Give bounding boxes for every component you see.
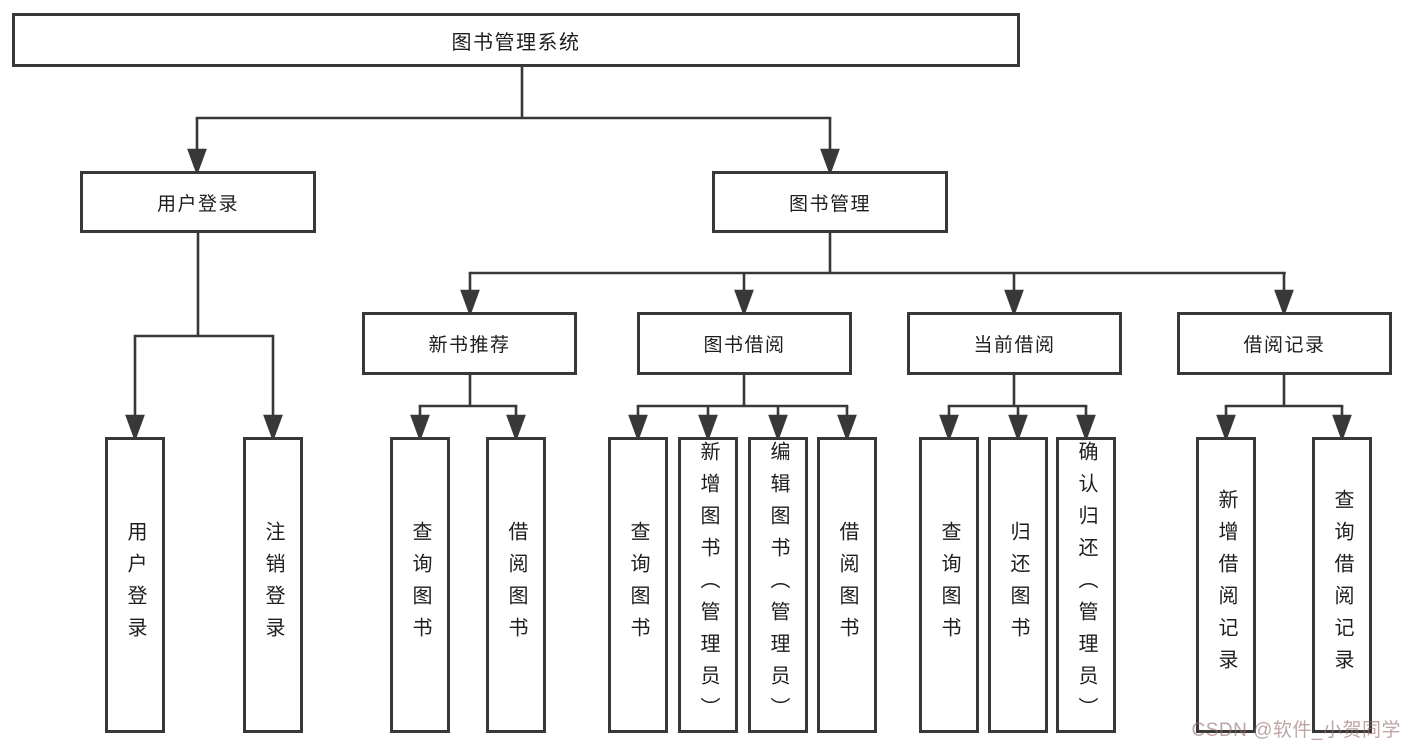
node-library-system: 图书管理系统 — [12, 13, 1020, 67]
node-confirm-return-admin: 确认归还（管理员） — [1056, 437, 1116, 733]
node-query-book-under-current: 查询图书 — [919, 437, 979, 733]
node-current-borrowing: 当前借阅 — [907, 312, 1122, 375]
node-add-borrow-record: 新增借阅记录 — [1196, 437, 1256, 733]
node-query-book-under-recommend: 查询图书 — [390, 437, 450, 733]
node-borrow-records: 借阅记录 — [1177, 312, 1392, 375]
node-book-borrowing: 图书借阅 — [637, 312, 852, 375]
node-query-borrow-record: 查询借阅记录 — [1312, 437, 1372, 733]
node-add-book-admin: 新增图书（管理员） — [678, 437, 738, 733]
node-leaf-user-login: 用户登录 — [105, 437, 165, 733]
node-borrow-book-under-borrowing: 借阅图书 — [817, 437, 877, 733]
node-return-book: 归还图书 — [988, 437, 1048, 733]
node-query-book-under-borrowing: 查询图书 — [608, 437, 668, 733]
node-borrow-book-under-recommend: 借阅图书 — [486, 437, 546, 733]
node-book-management: 图书管理 — [712, 171, 948, 233]
node-leaf-logout: 注销登录 — [243, 437, 303, 733]
node-edit-book-admin: 编辑图书（管理员） — [748, 437, 808, 733]
node-new-book-recommend: 新书推荐 — [362, 312, 577, 375]
node-user-login: 用户登录 — [80, 171, 316, 233]
csdn-watermark: CSDN @软件_小贺同学 — [1191, 720, 1401, 741]
